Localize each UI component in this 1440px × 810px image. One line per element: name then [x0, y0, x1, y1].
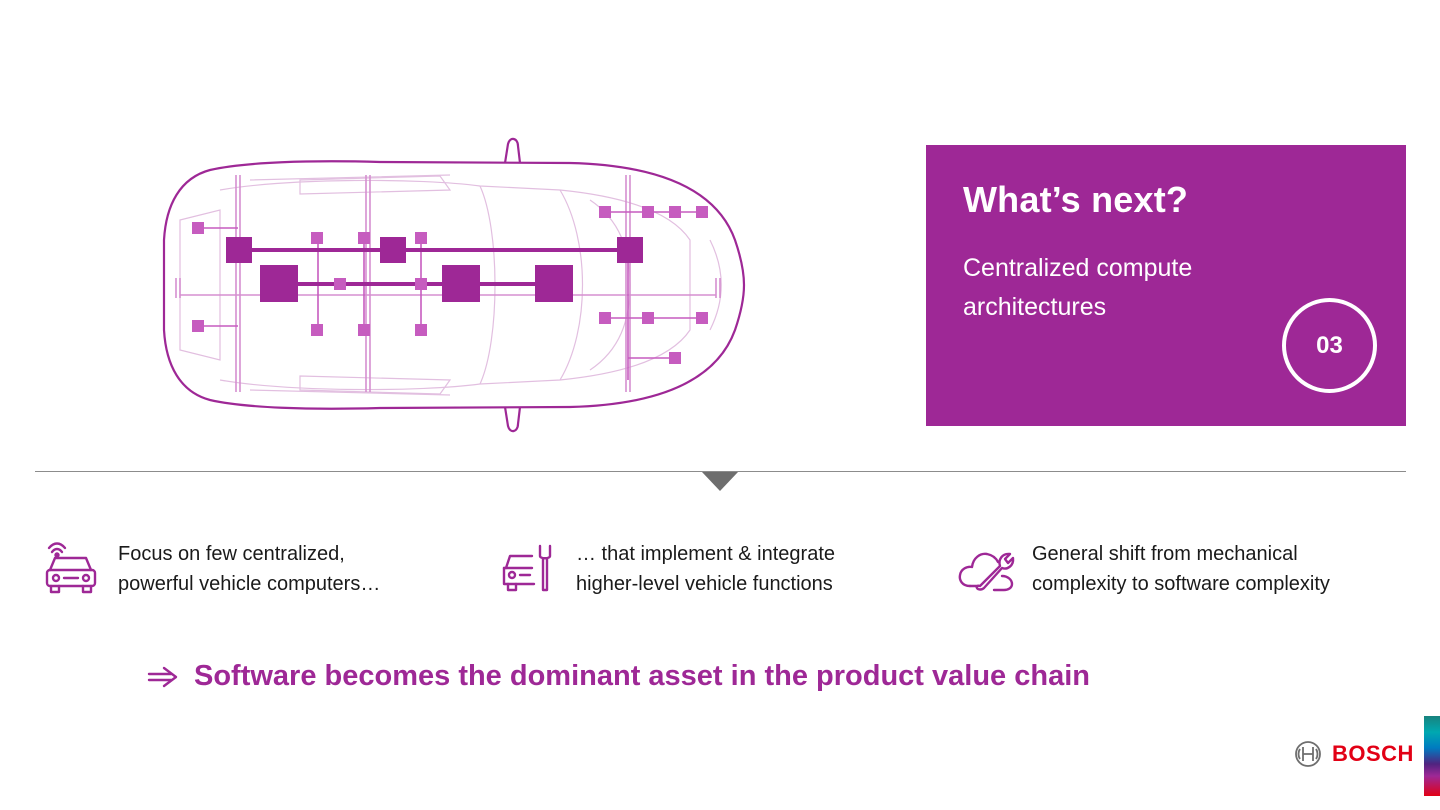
bosch-armature-icon [1295, 741, 1321, 767]
step-badge: 03 [1282, 298, 1377, 393]
point-text: General shift from mechanical complexity… [1032, 543, 1330, 595]
point-software-complexity: General shift from mechanical complexity… [956, 538, 1372, 599]
box-subtitle: Centralized compute architectures [963, 254, 1193, 321]
bosch-logo: BOSCH [1294, 740, 1414, 768]
central-computers [260, 265, 573, 302]
brand-color-strip [1424, 716, 1440, 796]
point-text: … that implement & integrate higher-leve… [576, 543, 836, 595]
info-box: What’s next? Centralized compute archite… [926, 145, 1406, 426]
conclusion: Software becomes the dominant asset in t… [146, 660, 1090, 693]
point-text: Focus on few centralized, powerful vehic… [118, 543, 381, 595]
logo-text: BOSCH [1332, 741, 1414, 766]
connected-car-icon [45, 542, 97, 594]
box-title: What’s next? [963, 179, 1189, 220]
car-architecture-diagram [162, 137, 746, 433]
down-arrow-icon [702, 472, 738, 491]
section-divider [35, 471, 1406, 472]
conclusion-text: Software becomes the dominant asset in t… [194, 660, 1090, 692]
point-vehicle-functions: … that implement & integrate higher-leve… [500, 538, 876, 599]
small-nodes [192, 206, 708, 364]
car-wrench-icon [502, 544, 552, 592]
point-centralized-computers: Focus on few centralized, powerful vehic… [42, 538, 418, 599]
car-body-outline [162, 137, 746, 433]
cloud-wrench-icon [958, 552, 1015, 592]
arrow-right-icon [147, 666, 178, 687]
zone-controllers [226, 237, 643, 263]
